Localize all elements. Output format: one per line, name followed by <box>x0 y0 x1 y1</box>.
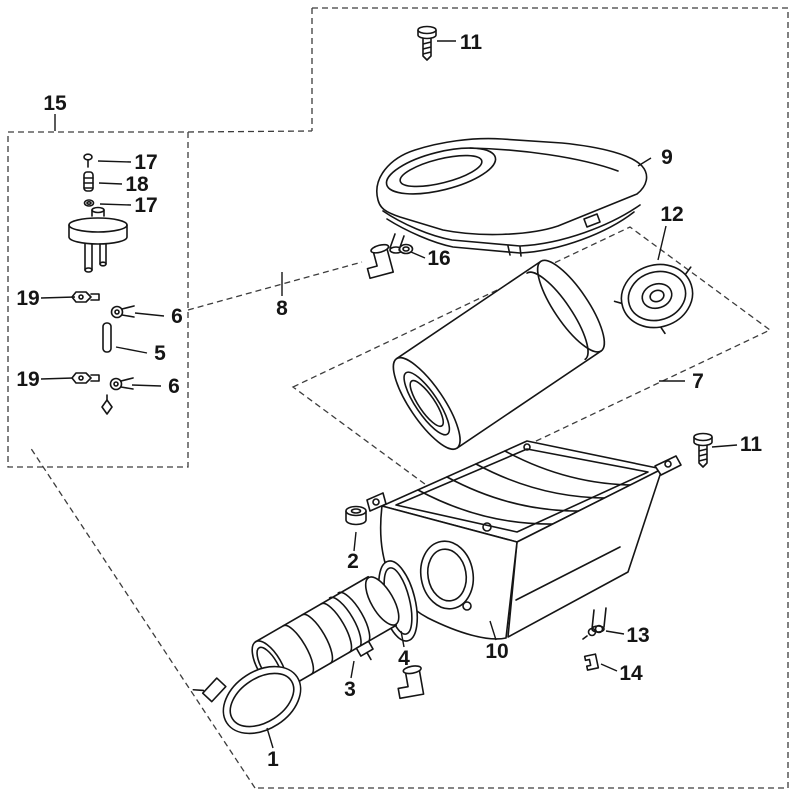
part-12-end-cap <box>613 263 694 335</box>
leader-13 <box>605 630 625 635</box>
part-16-ring <box>398 243 414 255</box>
callout-3: 3 <box>344 678 356 701</box>
leader-12 <box>657 225 667 261</box>
leader-6-lower <box>131 384 162 387</box>
part-11-screw-top <box>417 25 437 61</box>
callout-19-upper: 19 <box>16 287 39 310</box>
leader-5 <box>115 346 148 354</box>
part-15-drain-assembly <box>68 153 135 415</box>
callout-labels: 11 15 17 18 17 9 12 16 19 6 8 5 19 6 7 1… <box>16 31 762 771</box>
leader-1 <box>266 727 274 749</box>
callout-19-lower: 19 <box>16 368 39 391</box>
leader-17-upper <box>97 160 132 163</box>
leader-4 <box>400 630 405 648</box>
leader-10 <box>489 620 497 641</box>
main-boundary <box>255 7 789 789</box>
part-18-tube <box>83 171 94 192</box>
callout-16: 16 <box>427 247 450 270</box>
leader-2 <box>353 531 357 552</box>
callout-15: 15 <box>43 92 67 115</box>
callout-13: 13 <box>626 624 649 647</box>
part-9-air-cleaner-cover <box>376 137 648 257</box>
callout-9: 9 <box>661 146 673 169</box>
detail-connector-bottom <box>187 261 363 311</box>
drain-valve-tip <box>101 394 113 415</box>
leader-lines <box>40 40 738 749</box>
part-10-air-cleaner-case <box>366 440 682 640</box>
part-1-hose-clamp <box>192 665 302 735</box>
part-17-screw-upper <box>83 153 93 168</box>
part-6-clip-upper <box>110 305 135 319</box>
part-3-intake-duct <box>251 575 400 692</box>
leader-14 <box>600 663 618 672</box>
leader-11-right <box>711 444 738 448</box>
part-13-clip <box>582 624 604 640</box>
drain-valve-body <box>68 206 128 273</box>
callout-10: 10 <box>485 640 508 663</box>
leader-6-upper <box>134 312 165 317</box>
leader-18 <box>98 182 123 185</box>
callout-17-upper: 17 <box>134 151 157 174</box>
boundary-lines <box>7 7 789 789</box>
callout-7: 7 <box>692 370 704 393</box>
leader-19-upper <box>40 296 76 299</box>
callout-12: 12 <box>660 203 683 226</box>
detail-box-boundary <box>7 131 189 468</box>
part-17-washer <box>83 199 95 207</box>
part-7-filter-element <box>392 259 606 451</box>
callout-1: 1 <box>267 748 279 771</box>
leader-19-lower <box>40 377 74 380</box>
callout-14: 14 <box>619 662 643 685</box>
callout-11-top: 11 <box>460 31 483 54</box>
part-14-clamp <box>583 653 600 671</box>
part-5-tube <box>102 322 112 353</box>
callout-5: 5 <box>154 342 166 365</box>
callout-11-right: 11 <box>740 433 763 456</box>
part-19-fitting-lower <box>71 372 100 384</box>
callout-18: 18 <box>125 173 149 196</box>
leader-17-lower <box>99 203 132 206</box>
leader-16 <box>410 251 426 259</box>
callout-8: 8 <box>276 297 288 320</box>
part-2-grommet <box>345 505 367 526</box>
callout-17-lower: 17 <box>134 194 157 217</box>
callout-4: 4 <box>398 647 410 670</box>
callout-2: 2 <box>347 550 359 573</box>
part-11-screw-right <box>693 432 713 468</box>
detail-connector-top <box>187 130 313 133</box>
leader-3 <box>350 660 355 679</box>
callout-6-upper: 6 <box>171 305 183 328</box>
part-19-fitting-upper <box>71 291 100 303</box>
part-6-clip-lower <box>109 377 134 391</box>
callout-6-lower: 6 <box>168 375 180 398</box>
main-boundary-diagonal <box>29 446 256 789</box>
leader-9 <box>637 157 652 167</box>
